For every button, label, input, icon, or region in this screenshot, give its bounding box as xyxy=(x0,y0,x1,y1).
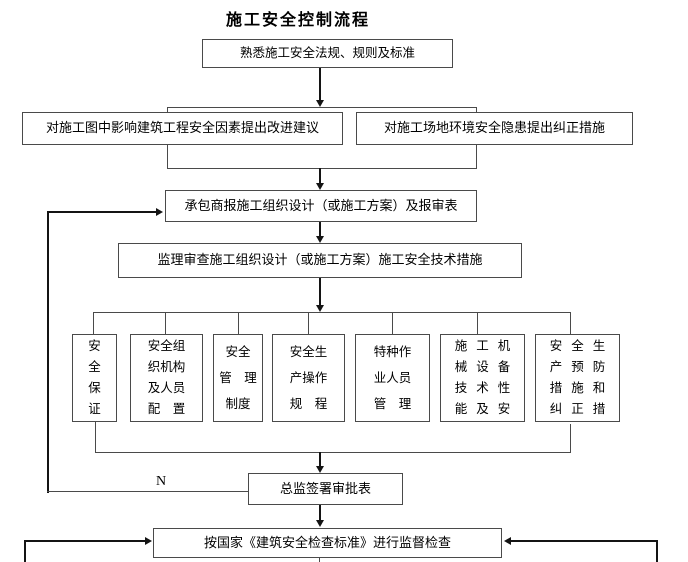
bottom-collector-line xyxy=(95,452,571,453)
arrowhead-down-icon xyxy=(316,183,324,190)
page-title: 施工安全控制流程 xyxy=(225,12,370,29)
arrowhead-down-icon xyxy=(316,520,324,527)
arrowhead-right-icon xyxy=(156,208,163,216)
review-item-operation-rules: 安全生 产操作 规 程 xyxy=(272,334,345,422)
review-item-machinery-performance: 施工机 械设备 技术性 能及安 xyxy=(440,334,525,422)
arrowhead-right-icon xyxy=(145,537,152,545)
arrowhead-down-icon xyxy=(316,236,324,243)
right-return-line xyxy=(511,540,658,542)
review-item-special-workers: 特种作 业人员 管 理 xyxy=(355,334,430,422)
collector-drop xyxy=(165,312,166,334)
split-left-drop xyxy=(167,107,168,112)
collector-drop xyxy=(238,312,239,334)
split-line xyxy=(167,107,477,108)
review-item-prevention-correction: 安全生 产预防 措施和 纠正措 xyxy=(535,334,620,422)
top-collector-line xyxy=(93,312,571,313)
arrowhead-down-icon xyxy=(316,100,324,107)
arrowhead-left-icon xyxy=(504,537,511,545)
left-return-line xyxy=(24,540,146,542)
connector-collector-f xyxy=(319,452,321,466)
collector-drop xyxy=(570,312,571,334)
node-chief-engineer-approval: 总监签署审批表 xyxy=(248,473,403,505)
bottom-drop-left xyxy=(95,422,96,452)
right-return-vertical xyxy=(656,540,658,562)
node-familiarize-regulations: 熟悉施工安全法规、规则及标准 xyxy=(202,39,453,68)
feedback-line-vertical xyxy=(47,211,49,493)
split-right-drop xyxy=(476,107,477,112)
node-supervisor-review: 监理审查施工组织设计（或施工方案）施工安全技术措施 xyxy=(118,243,522,278)
arrowhead-down-icon xyxy=(316,305,324,312)
bottom-drop-right xyxy=(570,424,571,452)
connector-e-collector xyxy=(319,278,321,305)
arrowhead-down-icon xyxy=(316,466,324,473)
collector-drop xyxy=(392,312,393,334)
review-item-safety-assurance: 安 全 保 证 xyxy=(72,334,117,422)
no-branch-line xyxy=(47,491,248,492)
collector-drop xyxy=(308,312,309,334)
left-return-vertical xyxy=(24,540,26,562)
node-national-standard-inspection: 按国家《建筑安全检查标准》进行监督检查 xyxy=(153,528,502,558)
collector-drop xyxy=(93,312,94,334)
connector-merge-d xyxy=(319,168,321,184)
feedback-line-horizontal xyxy=(47,211,157,213)
collector-drop xyxy=(477,312,478,334)
connector-c-merge xyxy=(476,145,477,168)
connector-a-split xyxy=(319,68,321,100)
connector-d-e xyxy=(319,222,321,236)
node-design-improvement-suggestion: 对施工图中影响建筑工程安全因素提出改进建议 xyxy=(22,112,343,145)
review-item-management-system: 安全 管 理 制度 xyxy=(213,334,263,422)
connector-g-down xyxy=(319,558,320,562)
no-branch-label: N xyxy=(156,474,167,489)
node-contractor-submission: 承包商报施工组织设计（或施工方案）及报审表 xyxy=(165,190,477,222)
node-site-hazard-correction: 对施工场地环境安全隐患提出纠正措施 xyxy=(356,112,633,145)
connector-b-merge xyxy=(167,145,168,168)
connector-f-g xyxy=(319,505,321,520)
review-item-org-staffing: 安全组 织机构 及人员 配 置 xyxy=(130,334,203,422)
merge-line xyxy=(167,168,477,169)
